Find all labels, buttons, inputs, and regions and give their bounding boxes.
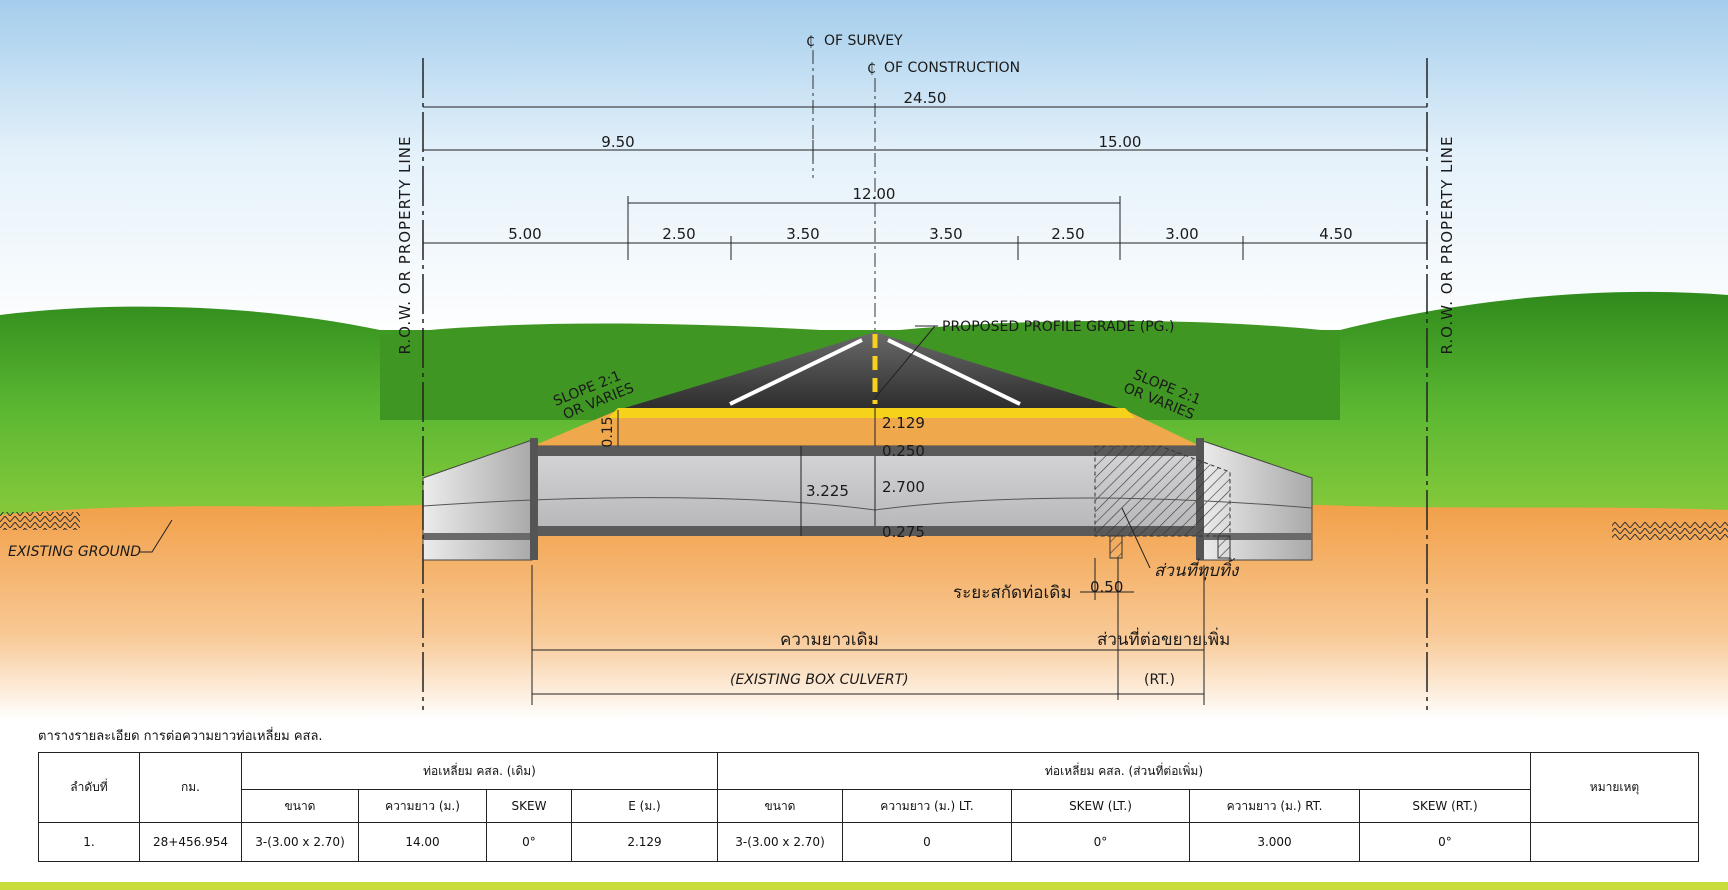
demolished-part-hatch-bottom-2 (1217, 535, 1231, 559)
dim-right-text: 15.00 (1099, 133, 1142, 151)
dim-seg-3: 3.50 (786, 225, 819, 243)
dim-seg-1: 5.00 (508, 225, 541, 243)
original-length-label: ความยาวเดิม (780, 630, 879, 650)
sky (0, 0, 1728, 340)
dim-left-text: 9.50 (601, 133, 634, 151)
cl-construction: ₵ OF CONSTRUCTION (867, 60, 1020, 77)
header-remark: หมายเหตุ (1530, 752, 1699, 823)
table-header-row-2: ขนาด ความยาว (ม.) SKEW E (ม.) ขนาด ความย… (39, 789, 1699, 823)
header-length-lt: ความยาว (ม.) LT. (842, 789, 1012, 823)
header-added-culvert: ท่อเหลี่ยม คสล. (ส่วนที่ต่อเพิ่ม) (717, 752, 1531, 790)
cut-distance-value: 0.50 (1090, 578, 1123, 596)
existing-ground-label: EXISTING GROUND (8, 544, 141, 560)
inner-height-text: 2.700 (882, 478, 925, 496)
wing-wall-left-base (423, 533, 532, 540)
header-length-rt: ความยาว (ม.) RT. (1189, 789, 1360, 823)
cell-skew-lt: 0° (1011, 822, 1190, 862)
existing-ground-hatch-left (0, 512, 80, 530)
cl-survey-label: OF SURVEY (824, 33, 903, 49)
culvert-bottom-slab (532, 526, 1200, 536)
side-dim-text: 0.15 (600, 416, 616, 447)
cut-distance-dim: ระยะสกัดท่อเดิม 0.50 (953, 558, 1134, 700)
cl-construction-label: OF CONSTRUCTION (884, 60, 1020, 76)
outer-height-text: 3.225 (806, 482, 849, 500)
cell-remark (1530, 822, 1699, 862)
dim-seg-5: 2.50 (1051, 225, 1084, 243)
dim-seg-7: 4.50 (1319, 225, 1352, 243)
header-length-existing: ความยาว (ม.) (358, 789, 487, 823)
length-dims: ความยาวเดิม ส่วนที่ต่อขยายเพิ่ม (EXISTIN… (531, 565, 1230, 705)
header-existing-culvert: ท่อเหลี่ยม คสล. (เดิม) (241, 752, 718, 790)
cell-e: 2.129 (571, 822, 718, 862)
demolish-part-label: ส่วนที่ทุบทิ้ง (1154, 557, 1240, 581)
header-e: E (ม.) (571, 789, 718, 823)
existing-ground-hatch-right (1612, 522, 1728, 540)
cut-distance-label: ระยะสกัดท่อเดิม (953, 583, 1072, 603)
existing-box-culvert-label: (EXISTING BOX CULVERT) (730, 672, 909, 688)
culvert-top-slab (532, 446, 1200, 456)
fill-height-text: 2.129 (882, 414, 925, 432)
cell-skew-existing: 0° (486, 822, 572, 862)
row-label-left: R.O.W. OR PROPERTY LINE (396, 136, 414, 355)
existing-ground-callout: EXISTING GROUND (8, 519, 173, 560)
dim-pavement-text: 12.00 (853, 185, 896, 203)
cell-no: 1. (38, 822, 140, 862)
bottom-accent-bar (0, 882, 1728, 890)
header-km: กม. (139, 752, 242, 823)
dimension-total: 24.50 (423, 89, 1427, 108)
lane-line-right (887, 338, 1021, 406)
proposed-grade-label: PROPOSED PROFILE GRADE (PG.) (942, 319, 1174, 335)
cell-length-lt: 0 (842, 822, 1012, 862)
wing-wall-right-base (1200, 533, 1312, 540)
road-surface (618, 332, 1125, 410)
table-header-row-1: ลำดับที่ กม. ท่อเหลี่ยม คสล. (เดิม) ท่อเ… (38, 752, 1699, 823)
cell-km: 28+456.954 (139, 822, 242, 862)
dimension-segments: 5.00 2.50 3.50 3.50 2.50 3.00 4.50 (423, 225, 1427, 260)
cell-length-existing: 14.00 (358, 822, 487, 862)
cl-survey-symbol: ₵ (806, 34, 815, 50)
top-slab-text: 0.250 (882, 442, 925, 460)
header-size-existing: ขนาด (241, 789, 359, 823)
dim-seg-4: 3.50 (929, 225, 962, 243)
proposed-profile-grade-callout: PROPOSED PROFILE GRADE (PG.) (874, 319, 1174, 399)
dimension-pavement: 12.00 (627, 185, 1121, 260)
header-skew-rt: SKEW (RT.) (1359, 789, 1531, 823)
road-shoulder-yellow (608, 408, 1135, 418)
cl-construction-symbol: ₵ (867, 61, 876, 77)
header-skew-lt: SKEW (LT.) (1011, 789, 1190, 823)
culvert-headwall-left (530, 438, 538, 560)
cell-skew-rt: 0° (1359, 822, 1531, 862)
cell-size-existing: 3-(3.00 x 2.70) (241, 822, 359, 862)
cell-size-added: 3-(3.00 x 2.70) (717, 822, 843, 862)
detail-table-title: ตารางรายละเอียด การต่อความยาวท่อเหลี่ยม … (38, 729, 323, 744)
row-label-right: R.O.W. OR PROPERTY LINE (1438, 136, 1456, 355)
demolished-part-hatch-bottom (1109, 535, 1123, 559)
demolish-part-callout: ส่วนที่ทุบทิ้ง (1121, 507, 1240, 581)
dimension-left-right: 9.50 15.00 (423, 133, 1427, 162)
lane-line-left (729, 338, 863, 406)
bottom-slab-text: 0.275 (882, 523, 925, 541)
header-no: ลำดับที่ (38, 752, 140, 823)
detail-table-section: ตารางรายละเอียด การต่อความยาวท่อเหลี่ยม … (38, 728, 1699, 862)
dim-seg-6: 3.00 (1165, 225, 1198, 243)
header-size-added: ขนาด (717, 789, 843, 823)
cell-length-rt: 3.000 (1189, 822, 1360, 862)
cl-survey: ₵ OF SURVEY (806, 33, 903, 50)
culvert-body (531, 445, 1201, 535)
dim-total-text: 24.50 (904, 89, 947, 107)
dim-seg-2: 2.50 (662, 225, 695, 243)
extension-label: ส่วนที่ต่อขยายเพิ่ม (1097, 627, 1230, 650)
demolished-part-hatch (1094, 445, 1231, 537)
embankment-fill (533, 410, 1200, 446)
culvert-extension-table: ลำดับที่ กม. ท่อเหลี่ยม คสล. (เดิม) ท่อเ… (38, 752, 1699, 862)
table-row: 1. 28+456.954 3-(3.00 x 2.70) 14.00 0° 2… (38, 822, 1699, 862)
rt-label: (RT.) (1144, 672, 1175, 688)
header-skew-existing: SKEW (486, 789, 572, 823)
